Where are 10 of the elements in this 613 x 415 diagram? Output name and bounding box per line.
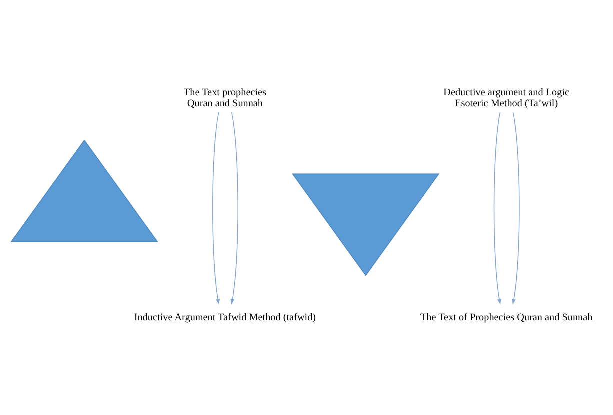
node-triangle	[10, 139, 158, 242]
arrow	[212, 111, 220, 304]
arrow	[230, 111, 238, 304]
node-triangle	[292, 173, 440, 276]
arrow	[494, 111, 502, 304]
node-text: Inductive Argument Tafwid Method (tafwid)	[134, 312, 316, 323]
node-text: Deductive argument and Logic Esoteric Method (Ta’wil)	[444, 86, 570, 109]
node-text: The Text prophecies Quran and Sunnah	[184, 86, 267, 109]
node-text: The Text of Prophecies Quran and Sunnah	[420, 312, 593, 323]
arrow	[512, 111, 520, 304]
